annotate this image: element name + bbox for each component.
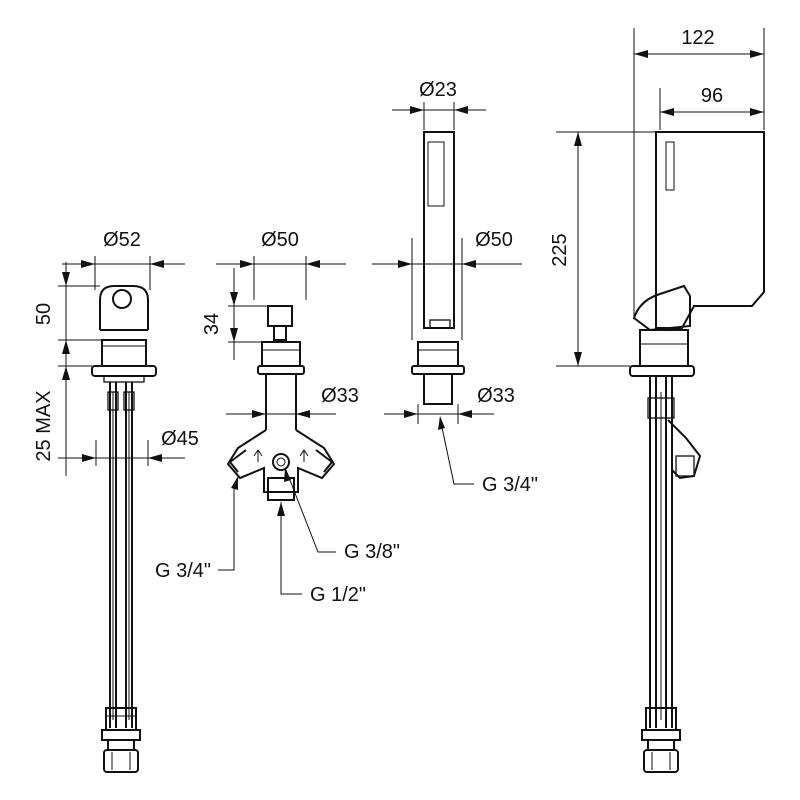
view-mixer-front: Ø52 50 25 MAX Ø45 — [33, 229, 199, 773]
dim-mid-height: 34 — [201, 313, 223, 335]
view-diverter: Ø50 34 Ø33 G 3/4" G 3/8" G 1/2" — [155, 229, 400, 606]
dim-left-height: 50 — [33, 303, 55, 325]
thread-hand-outlet: G 3/4" — [482, 474, 538, 496]
view-side: 122 96 225 — [549, 27, 765, 773]
thread-mid-bottom: G 1/2" — [310, 584, 366, 606]
dim-hand-diameter: Ø23 — [419, 79, 457, 101]
dim-side-reach: 96 — [701, 85, 723, 107]
thread-mid-center: G 3/8" — [344, 541, 400, 563]
dim-mid-body-diameter: Ø33 — [321, 385, 359, 407]
dim-side-height: 225 — [549, 233, 571, 266]
dim-mid-top-diameter: Ø50 — [261, 229, 299, 251]
view-hand-shower: Ø23 Ø50 Ø33 G 3/4" — [372, 79, 538, 496]
dim-left-top-diameter: Ø52 — [103, 229, 141, 251]
dim-hand-base-diameter: Ø50 — [475, 229, 513, 251]
dim-left-max: 25 MAX — [33, 390, 55, 461]
dim-hand-neck-diameter: Ø33 — [477, 385, 515, 407]
dim-left-base-diameter: Ø45 — [161, 428, 199, 450]
dim-side-total-width: 122 — [681, 27, 714, 49]
thread-mid-left: G 3/4" — [155, 560, 211, 582]
